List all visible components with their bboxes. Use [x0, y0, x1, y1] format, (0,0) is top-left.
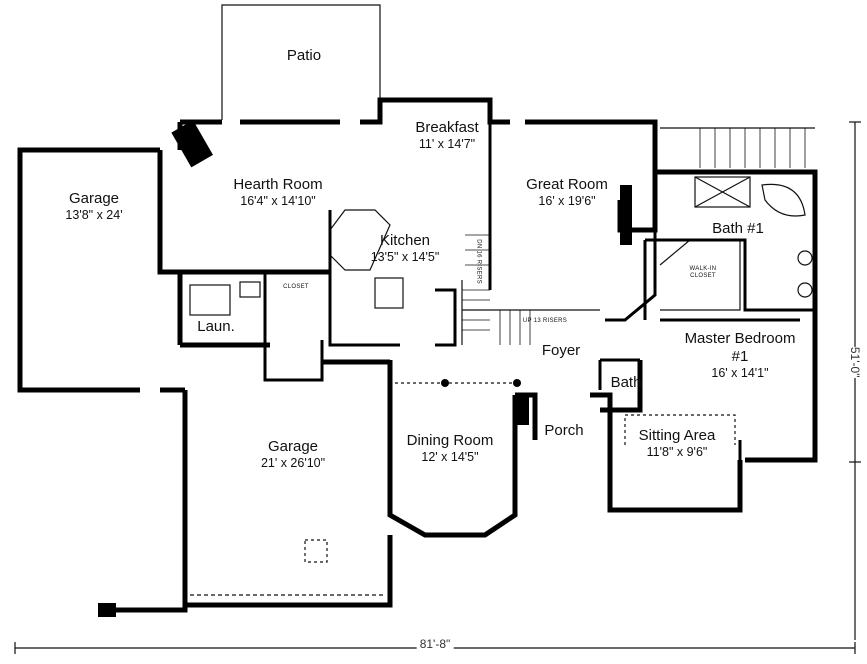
room-kitchen: Kitchen 13'5" x 14'5": [371, 232, 440, 265]
room-garage-left: Garage 13'8" x 24': [65, 190, 122, 223]
room-size: 16'4" x 14'10": [240, 194, 316, 208]
room-name: Porch: [544, 422, 584, 439]
room-name: Garage: [267, 438, 319, 455]
room-name: Foyer: [541, 342, 581, 359]
room-walkin-closet: WALK-IN CLOSET: [685, 266, 721, 280]
room-garage-main: Garage 21' x 26'10": [261, 438, 325, 471]
room-name: Garage: [68, 190, 120, 207]
thin-lines: [14, 4, 861, 654]
room-closet: CLOSET: [283, 284, 309, 291]
room-size: 16' x 14'1": [711, 366, 769, 380]
room-porch: Porch: [544, 422, 583, 440]
room-bath: Bath: [611, 374, 642, 392]
room-size: 21' x 26'10": [260, 456, 326, 470]
room-laundry: Laun.: [197, 318, 235, 336]
room-sitting: Sitting Area 11'8" x 9'6": [639, 427, 716, 460]
room-dining: Dining Room 12' x 14'5": [407, 432, 494, 465]
room-name: Dining Room: [406, 432, 494, 449]
room-breakfast: Breakfast 11' x 14'7": [415, 119, 478, 152]
stairs-down-label: DN 16 RISERS: [475, 239, 482, 284]
room-name: Breakfast: [415, 119, 479, 136]
depth-dimension: 51'-0": [847, 346, 863, 378]
room-name: Great Room: [526, 176, 608, 193]
room-great: Great Room 16' x 19'6": [526, 176, 608, 209]
room-master: Master Bedroom #1 16' x 14'1": [680, 330, 800, 381]
exterior-walls: [17, 97, 818, 613]
room-name: WALK-IN CLOSET: [689, 266, 717, 280]
room-name: Hearth Room: [233, 176, 323, 193]
interior-walls: [263, 122, 815, 460]
room-hearth: Hearth Room 16'4" x 14'10": [233, 176, 322, 209]
room-name: Kitchen: [379, 232, 431, 249]
room-name: Bath #1: [712, 220, 764, 237]
room-name: Bath: [610, 374, 642, 391]
width-dimension: 81'-8": [416, 637, 454, 652]
wall-blocks: [98, 120, 632, 617]
room-name: Sitting Area: [638, 427, 716, 444]
room-size: 11' x 14'7": [418, 137, 476, 151]
room-size: 13'5" x 14'5": [370, 250, 440, 264]
room-size: 13'8" x 24': [65, 208, 123, 222]
room-name: CLOSET: [283, 284, 309, 290]
room-name: Patio: [286, 47, 322, 64]
room-foyer: Foyer: [542, 342, 580, 360]
room-bath1: Bath #1: [712, 220, 764, 238]
room-size: 12' x 14'5": [421, 450, 479, 464]
room-patio: Patio: [287, 47, 321, 65]
room-size: 11'8" x 9'6": [646, 445, 708, 459]
room-size: 16' x 19'6": [538, 194, 596, 208]
stairs-up-label: UP 13 RISERS: [522, 318, 568, 324]
room-name: Master Bedroom #1: [684, 330, 796, 365]
room-name: Laun.: [197, 318, 235, 335]
